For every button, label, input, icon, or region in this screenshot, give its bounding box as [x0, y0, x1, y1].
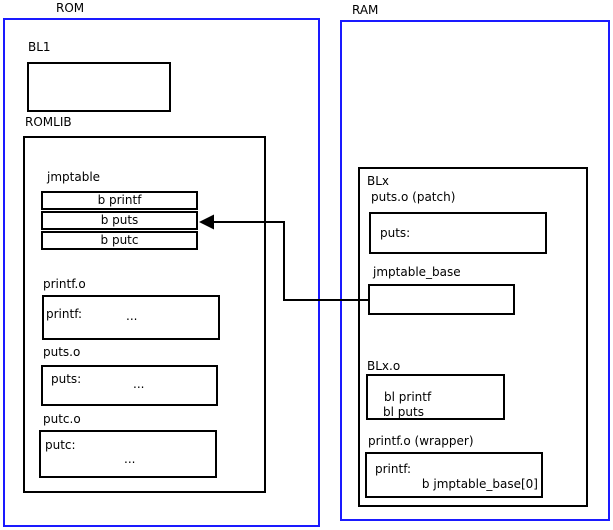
printf-body-ellipsis: ...	[126, 309, 138, 323]
printf-symbol: printf:	[46, 307, 83, 321]
putc-obj-label: putc.o	[43, 412, 81, 426]
puts-symbol: puts:	[51, 372, 82, 386]
bl1-box	[27, 62, 171, 112]
jmptable-entry-b-putc: b putc	[41, 231, 198, 250]
printf-wrapper-label: printf.o (wrapper)	[368, 434, 474, 448]
ram-title: RAM	[352, 3, 379, 17]
puts-patch-label: puts.o (patch)	[371, 190, 456, 204]
rom-title: ROM	[56, 1, 85, 15]
puts-patch-box: puts:	[369, 212, 547, 254]
puts-obj-box: puts: ...	[41, 365, 218, 406]
printf-wrapper-instruction: b jmptable_base[0]	[421, 477, 538, 491]
puts-body-ellipsis: ...	[133, 377, 145, 391]
blx-obj-box: bl printf bl puts	[366, 374, 505, 420]
jmptable-entry-b-puts: b puts	[41, 211, 198, 230]
putc-symbol: putc:	[45, 438, 76, 452]
printf-wrapper-box: printf: b jmptable_base[0]	[365, 452, 543, 498]
jmptable-box: b printf b puts b putc	[41, 191, 198, 251]
jmptable-base-label: jmptable_base	[373, 265, 461, 279]
jmptable-entry-b-printf: b printf	[41, 191, 198, 210]
romlib-label: ROMLIB	[25, 115, 72, 129]
blx-obj-label: BLx.o	[367, 359, 401, 373]
blx-label: BLx	[367, 174, 390, 188]
puts-patch-symbol: puts:	[380, 226, 411, 240]
blx-instruction-bl-printf: bl printf	[384, 390, 432, 404]
blx-instruction-bl-puts: bl puts	[383, 405, 424, 419]
bl1-label: BL1	[28, 40, 51, 54]
printf-obj-box: printf: ...	[42, 295, 220, 340]
putc-body-ellipsis: ...	[124, 452, 136, 466]
jmptable-base-box	[368, 284, 515, 315]
printf-wrapper-symbol: printf:	[375, 462, 412, 476]
puts-obj-label: puts.o	[43, 345, 81, 359]
printf-obj-label: printf.o	[43, 277, 86, 291]
putc-obj-box: putc: ...	[39, 430, 217, 478]
jmptable-label: jmptable	[47, 170, 101, 184]
